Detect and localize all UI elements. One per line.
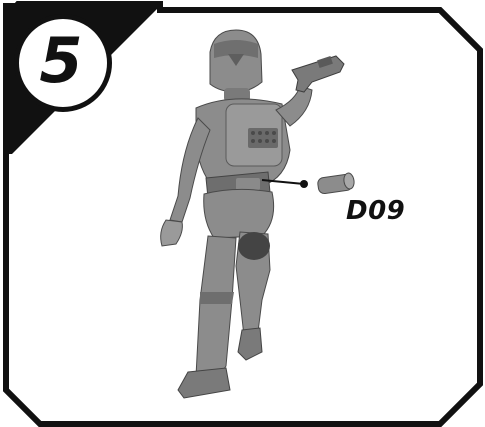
left-boot (178, 368, 230, 398)
step-number: 5 (39, 30, 82, 92)
leader-dot (300, 180, 308, 188)
left-hand (161, 220, 183, 246)
right-boot (238, 328, 262, 360)
left-leg (196, 236, 236, 378)
step-number-badge: 5 (14, 14, 112, 112)
part-piece (317, 172, 355, 194)
figure-illustration (161, 30, 344, 398)
part-code-label: D09 (346, 198, 405, 224)
